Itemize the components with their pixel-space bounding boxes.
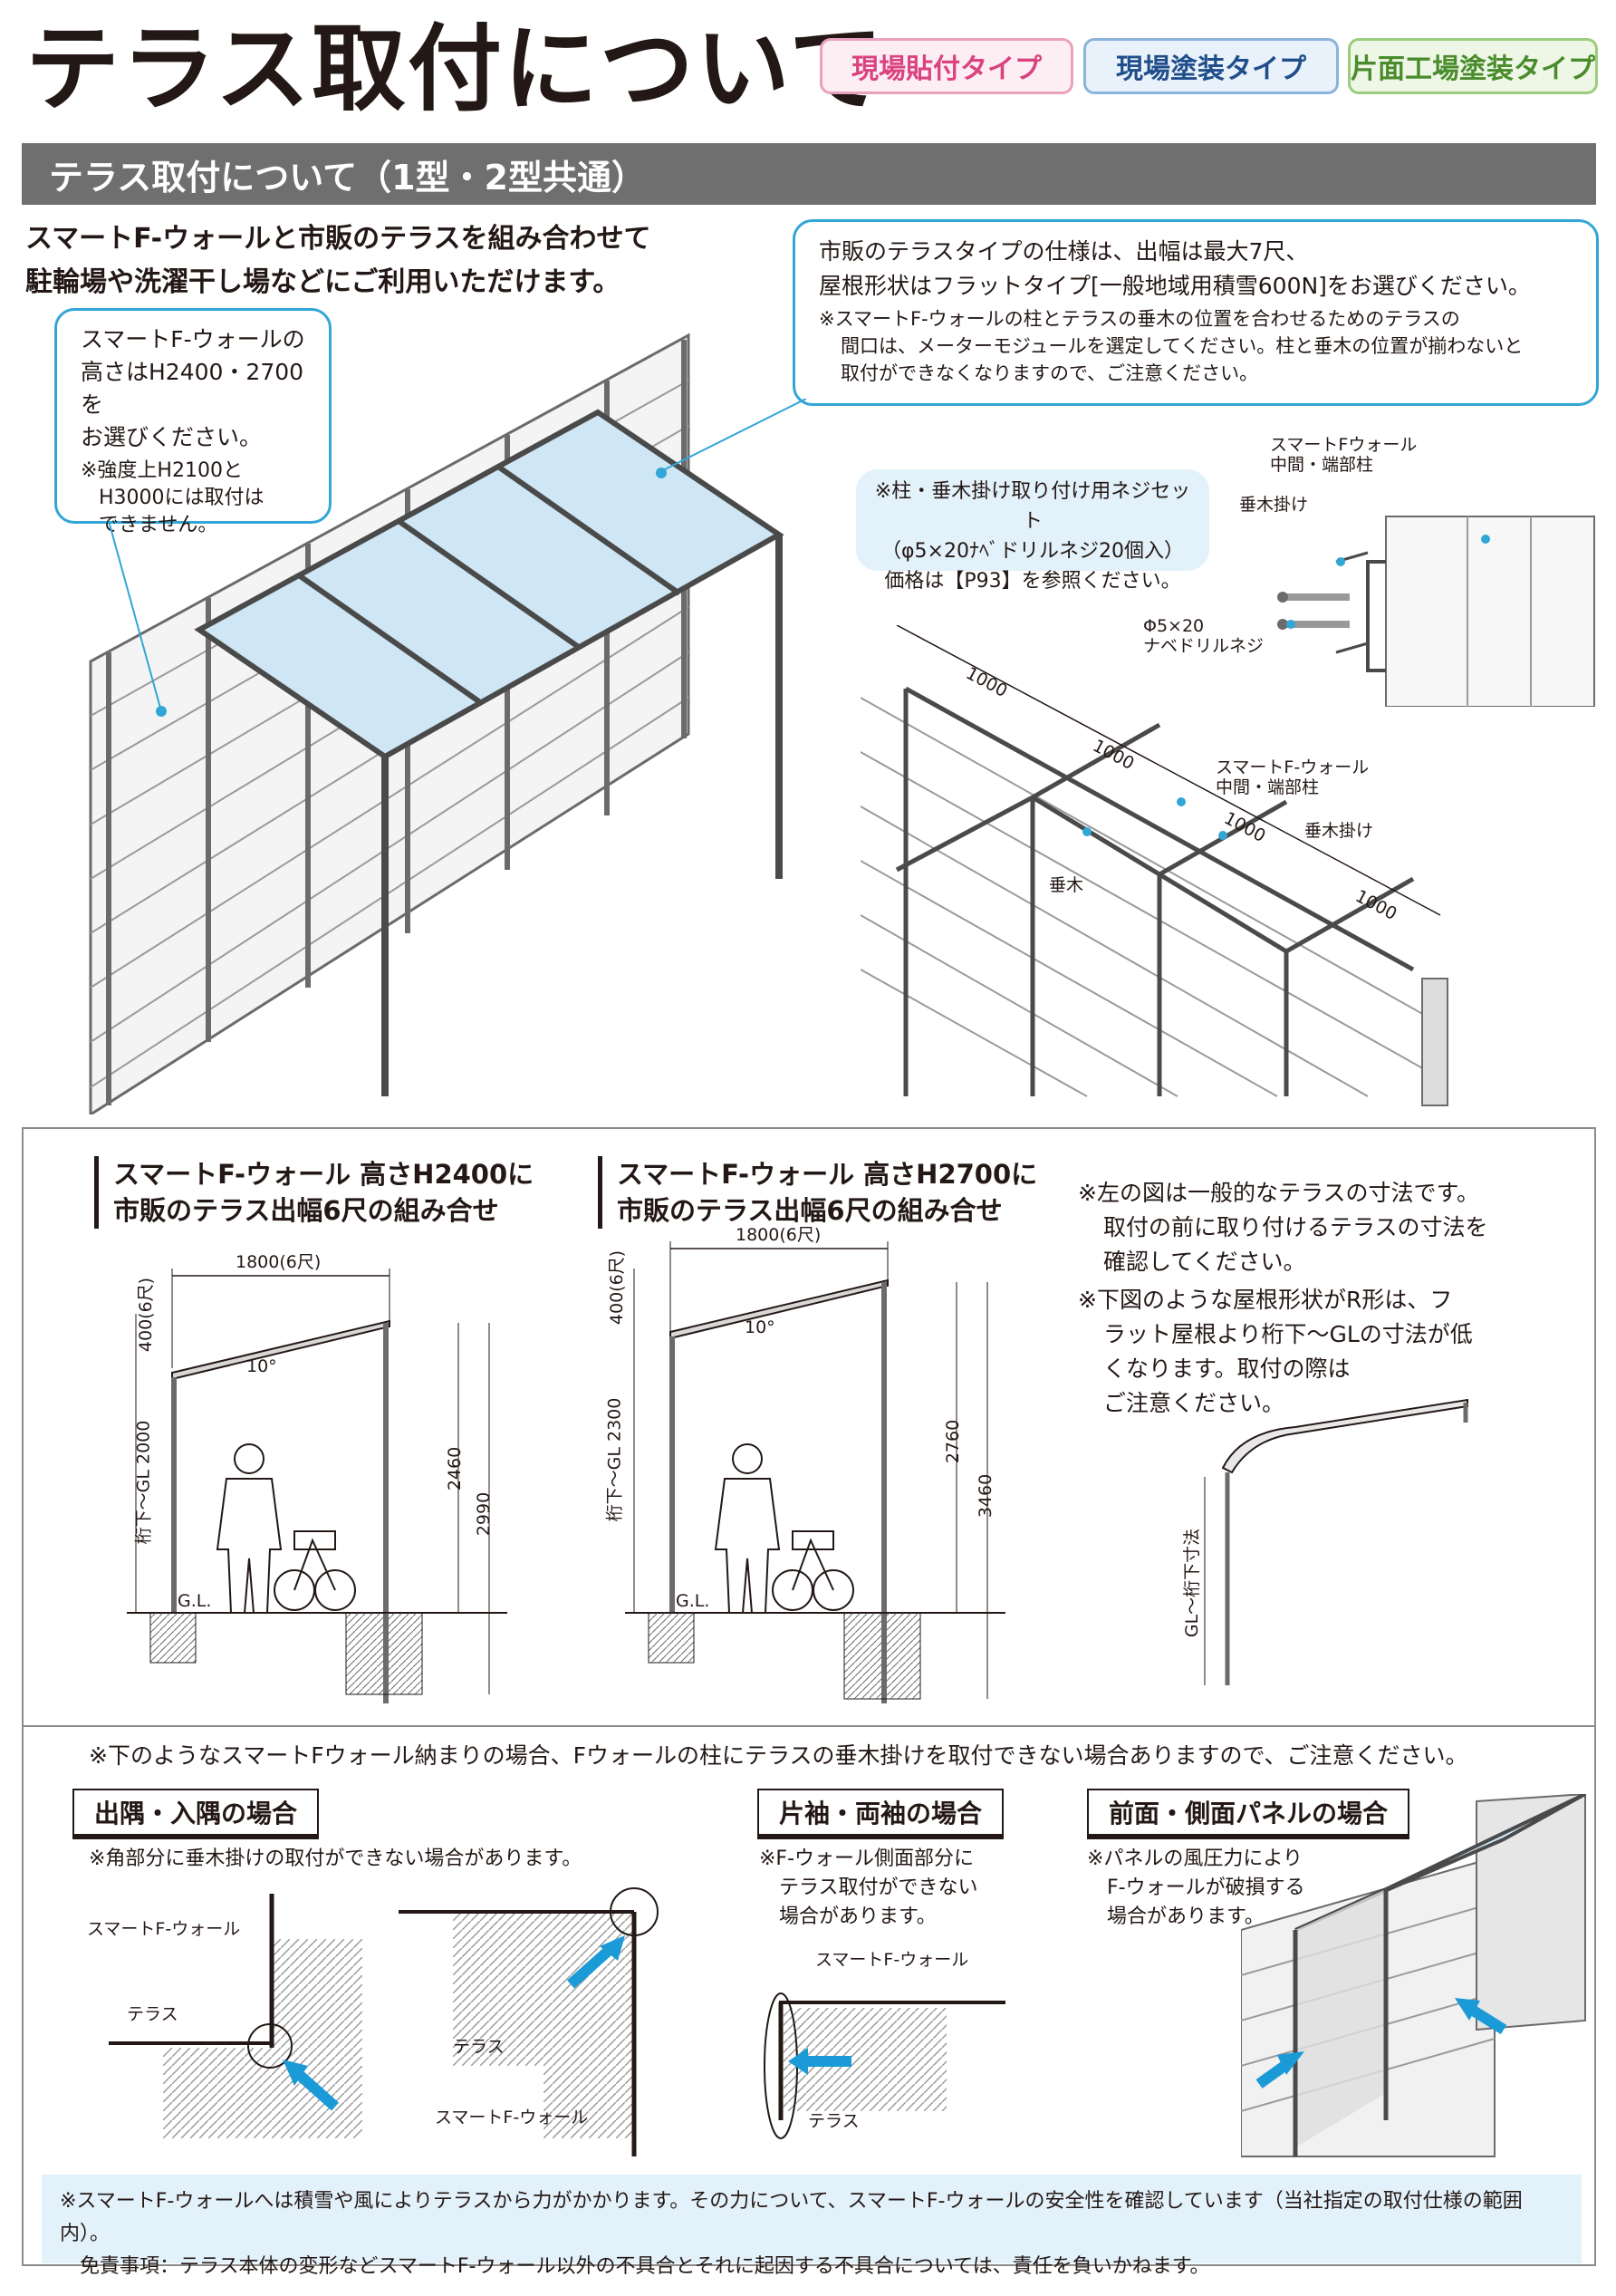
combo2-height-wall: 2760 <box>943 1419 964 1464</box>
combo1-height-wall: 2460 <box>445 1446 466 1491</box>
combo1-rise: 400(6尺) <box>136 1277 157 1353</box>
case2-side-drawing <box>764 1992 1005 2139</box>
case2-terrace-label: テラス <box>808 2111 860 2131</box>
rafter-hanger-detail <box>1277 516 1595 707</box>
case3-note: ※パネルの風圧力により F-ウォールが破損する 場合があります。 <box>1087 1847 1305 1928</box>
combo2-rise: 400(6尺) <box>607 1249 628 1326</box>
rafter-plan-illustration <box>861 625 1448 1106</box>
callout-note: ※強度上H2100と H3000には取付は できません。 <box>81 459 265 536</box>
callout-leader-line <box>108 521 167 717</box>
case2-wall-label: スマートF-ウォール <box>815 1950 969 1970</box>
r-roof-drawing <box>1204 1398 1468 1685</box>
dimension-notes: ※左の図は一般的なテラスの寸法です。 取付の前に取り付けるテラスの寸法を 確認し… <box>1078 1180 1488 1416</box>
callout-text: スマートF-ウォールの <box>81 326 305 352</box>
label-rafter-hanger: 垂木掛け <box>1239 495 1309 515</box>
callout-height-selection: スマートF-ウォールの 高さはH2400・2700を お選びください。 ※強度上… <box>54 308 332 536</box>
cases-panel <box>22 1726 1596 2266</box>
terrace-isometric-illustration <box>89 333 784 1114</box>
intro-line: スマートF-ウォールと市販のテラスを組み合わせて <box>25 223 651 255</box>
dimension-panel <box>22 1127 1596 1727</box>
case2-tab: 片袖・両袖の場合 <box>757 1789 1005 1839</box>
callout-text: お選びください。 <box>81 424 263 450</box>
combo1-angle: 10° <box>246 1356 277 1376</box>
page-title: テラス取付について <box>25 14 885 124</box>
label-post: 中間・端部柱 <box>1270 455 1374 475</box>
label-rafter-hanger: 垂木掛け <box>1304 821 1374 841</box>
r-roof-gl-label: GL～桁下寸法 <box>1182 1528 1203 1638</box>
case3-tab: 前面・側面パネルの場合 <box>1087 1789 1410 1839</box>
case1-terrace-label: テラス <box>127 2004 178 2024</box>
combo2-height-total: 3460 <box>976 1473 996 1519</box>
section-title-bar: テラス取付について（1型・2型共通） <box>22 143 1596 205</box>
combo1-gl: G.L. <box>178 1591 212 1611</box>
caution-text: ※下のようなスマートFウォール納まりの場合、Fウォールの柱にテラスの垂木掛けを取… <box>89 1742 1468 1769</box>
combo1-section-drawing <box>127 1269 507 1703</box>
case1-wall-label: スマートF-ウォール <box>87 1919 241 1939</box>
callout-note: ※スマートF-ウォールの柱とテラスの垂木の位置を合わせるためのテラスの 間口は、… <box>819 308 1524 384</box>
badge-site-paste: 現場貼付タイプ <box>820 38 1073 94</box>
combo2-heading: スマートF-ウォール 高さH2700に 市販のテラス出幅6尺の組み合せ <box>598 1156 1037 1229</box>
callout-text: 市販のテラスタイプの仕様は、出幅は最大7尺、 <box>819 238 1309 265</box>
combo2-section-drawing <box>625 1241 1005 1703</box>
callout-screw-set: ※柱・垂木掛け取り付け用ネジセット （φ5×20ﾅﾍﾞドリルネジ20個入） 価格… <box>856 469 1209 593</box>
combo1-heading: スマートF-ウォール 高さH2400に 市販のテラス出幅6尺の組み合せ <box>94 1156 534 1229</box>
label-post: スマートF-ウォール <box>1216 757 1370 777</box>
combo1-height-total: 2990 <box>474 1491 495 1537</box>
case1-tab: 出隅・入隅の場合 <box>72 1789 320 1839</box>
callout-terrace-spec: 市販のテラスタイプの仕様は、出幅は最大7尺、 屋根形状はフラットタイプ[一般地域… <box>793 219 1599 406</box>
badge-site-paint: 現場塗装タイプ <box>1083 38 1339 94</box>
intro-line: 駐輪場や洗濯干し場などにご利用いただけます。 <box>25 266 620 298</box>
intro-text: スマートF-ウォールと市販のテラスを組み合わせて 駐輪場や洗濯干し場などにご利用… <box>25 217 651 304</box>
combo2-gl: G.L. <box>676 1591 710 1611</box>
callout-text: 屋根形状はフラットタイプ[一般地域用積雪600N]をお選びください。 <box>819 273 1531 299</box>
combo2-width: 1800(6尺) <box>736 1225 822 1245</box>
callout-leader-line <box>656 399 807 478</box>
label-screw: ナベドリルネジ <box>1143 636 1265 656</box>
combo1-width: 1800(6尺) <box>236 1252 322 1272</box>
label-post: 中間・端部柱 <box>1216 777 1320 797</box>
combo2-eave: 桁下～GL 2300 <box>604 1397 625 1522</box>
case2-note: ※F-ウォール側面部分に テラス取付ができない 場合があります。 <box>759 1847 978 1928</box>
case1-terrace-label: テラス <box>453 2037 505 2057</box>
case1-corner-drawing <box>109 1887 659 2156</box>
label-post: スマートFウォール <box>1270 435 1418 455</box>
label-rafter: 垂木 <box>1049 875 1084 895</box>
case3-panel-drawing <box>1241 1794 1586 2157</box>
combo2-angle: 10° <box>745 1317 775 1337</box>
case1-wall-label: スマートF-ウォール <box>435 2108 589 2127</box>
case1-note: ※角部分に垂木掛けの取付ができない場合があります。 <box>89 1847 582 1870</box>
footer-notice: ※スマートF-ウォールへは積雪や風によりテラスから力がかかります。その力について… <box>42 2175 1582 2278</box>
label-screw: Φ5×20 <box>1143 616 1205 636</box>
badge-factory-paint: 片面工場塗装タイプ <box>1348 38 1598 94</box>
callout-text: 高さはH2400・2700を <box>81 359 304 418</box>
combo1-eave: 桁下～GL 2000 <box>133 1420 154 1545</box>
